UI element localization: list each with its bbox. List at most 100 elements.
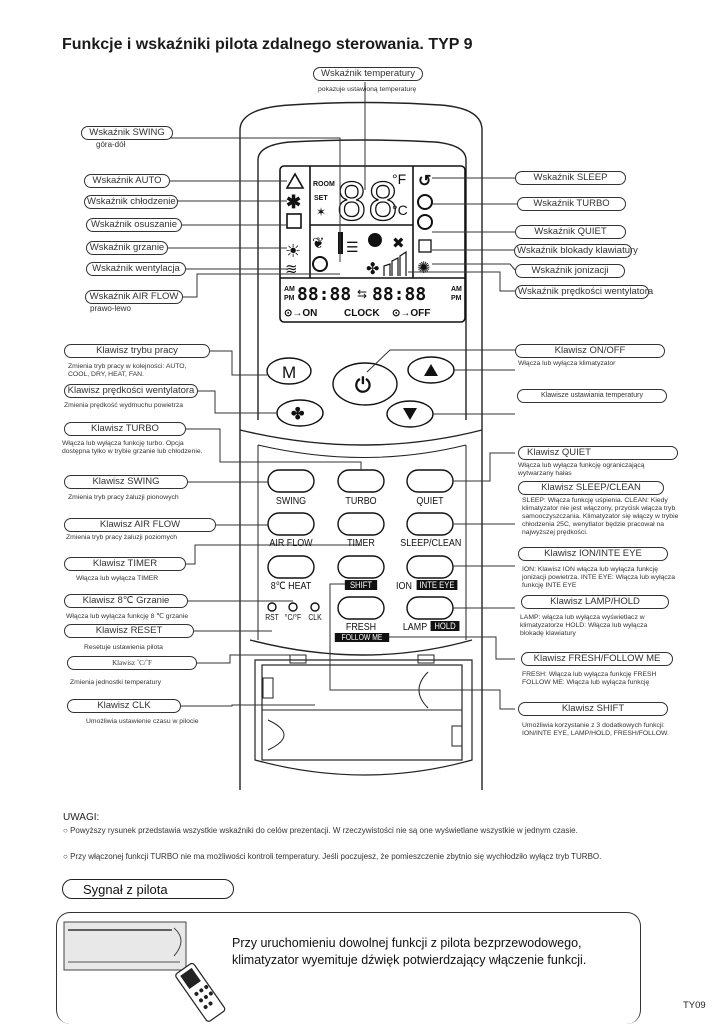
timer-off-label: ⊙→OFF: [392, 308, 430, 319]
sleep-clean-button-label[interactable]: SLEEP/CLEAN: [400, 537, 462, 549]
key-turbo: Klawisz TURBO: [64, 422, 186, 436]
swing-button-label[interactable]: SWING: [275, 495, 307, 507]
key-shift-desc: Umożliwia korzystanie z 3 dodatkowych fu…: [522, 722, 669, 737]
indicator-turbo: Wskaźnik TURBO: [517, 197, 626, 211]
signal-heading: Sygnał z pilota: [62, 879, 234, 899]
fresh-button-label[interactable]: FRESH: [345, 621, 377, 633]
lamp-button-label[interactable]: LAMP: [402, 621, 428, 633]
indicator-ion: Wskaźnik jonizacji: [515, 264, 625, 278]
fan-speed-fan-icon: ✤: [366, 261, 379, 278]
heat8-button-label[interactable]: 8℃ HEAT: [270, 580, 312, 592]
cool-icon: ✱: [286, 192, 301, 212]
indicator-fan: Wskaźnik wentylacja: [86, 262, 186, 276]
key-ion-desc: ION: Klawisz ION włącza lub wyłącza funk…: [522, 566, 675, 589]
ion-button-label[interactable]: ION: [396, 580, 412, 592]
key-timer: Klawisz TIMER: [64, 557, 186, 571]
hold-button-label[interactable]: HOLD: [430, 621, 460, 631]
bullet-circle-icon: ○: [63, 826, 71, 835]
key-lamp-hold: Klawisz LAMP/HOLD: [521, 595, 669, 609]
key-lamp-hold-desc: LAMP: włącza lub wyłącza wyświetlacz w k…: [520, 614, 648, 637]
lcd-screen: [279, 165, 466, 323]
celsius-icon: °C: [392, 202, 408, 218]
note-item: ○ Powyższy rysunek przedstawia wszystkie…: [63, 826, 578, 835]
key-reset-desc: Resetuje ustawienia pilota: [84, 644, 163, 651]
notes-heading: UWAGI:: [63, 812, 100, 823]
set-label: SET: [314, 195, 328, 202]
quiet-fan-icon: ✖: [392, 235, 405, 252]
time-off-digits: 88:88: [372, 284, 426, 305]
shift-button-label[interactable]: SHIFT: [344, 580, 378, 590]
remote-body: [239, 101, 483, 790]
airflow-button-label[interactable]: AIR FLOW: [269, 537, 313, 549]
bullet-circle-icon: ○: [63, 852, 71, 861]
key-temperature: Klawisze ustawiania temperatury: [517, 389, 667, 403]
remote-diagram: ✱ ☀ ≋ ROOM SET ✶ 88 °F °C ↺ ✺ ❦ ☰ ✖ ✤ AM…: [163, 82, 517, 790]
am-right: AM: [451, 286, 462, 293]
clk-button-label[interactable]: CLK: [308, 613, 322, 622]
power-button: [332, 362, 398, 406]
turbo-icon: [417, 194, 433, 210]
key-fan-speed-desc: Zmienia prędkość wydmuchu powietrza: [64, 402, 183, 409]
unit-button-label[interactable]: °C/°F: [284, 613, 302, 622]
temp-digits: 88: [336, 173, 399, 233]
key-sleep-clean: Klawisz SLEEP/CLEAN: [518, 481, 664, 495]
indicator-cooling: Wskaźnik chłodzenie: [84, 195, 178, 209]
key-heat8-desc: Włącza lub wyłącza funkcję 8 ℃ grzanie: [66, 613, 189, 620]
key-quiet-desc: Włącza lub wyłącza funkcję ograniczającą…: [518, 462, 645, 477]
clock-label: CLOCK: [344, 308, 380, 319]
signal-text: Przy uruchomieniu dowolnej funkcji z pil…: [232, 936, 587, 967]
quiet-button-label[interactable]: QUIET: [416, 495, 444, 507]
key-clk: Klawisz CLK: [67, 699, 181, 713]
up-arrow-icon: [424, 364, 438, 376]
key-swing-desc: Zmienia tryb pracy żaluzji pionowych: [68, 494, 179, 501]
fan-icon: ✤: [291, 406, 305, 423]
turbo-button-label[interactable]: TURBO: [345, 495, 377, 507]
dry-icon: [286, 213, 302, 229]
key-airflow-desc: Zmienia tryb pracy żaluzji poziomych: [66, 534, 178, 541]
indicator-keylock: Wskaźnik blokady klawiatury: [514, 244, 638, 258]
fan-speed-bars-icon: [383, 250, 407, 276]
room-label: ROOM: [313, 181, 335, 188]
fahrenheit-icon: °F: [392, 171, 406, 187]
key-heat8: Klawisz 8℃ Grzanie: [64, 594, 188, 608]
remote-face: [257, 139, 467, 420]
mode-button-label: M: [282, 363, 296, 382]
airflow-icon: ☰: [346, 239, 359, 255]
key-clk-desc: Umożliwia ustawienie czasu w pilocie: [86, 718, 199, 725]
lamp-icon: ✶: [316, 205, 326, 219]
arrows-icon: ⇆: [357, 287, 367, 301]
mode-button: [266, 357, 312, 385]
inte-eye-button-label[interactable]: INTE EYE: [416, 580, 458, 590]
temperature-indicator-label: Wskaźnik temperatury: [313, 67, 423, 81]
key-mode-desc: Zmienia tryb pracy w kolejności: AUTO, C…: [68, 363, 187, 378]
key-turbo-desc: Włącza lub wyłącza funkcję turbo. Opcja …: [62, 440, 203, 455]
indicator-swing-desc: góra-dół: [96, 140, 126, 149]
key-unit: Klawisz ˚C/˚F: [67, 656, 197, 670]
temperature-indicator-desc: pokazuje ustawioną temperaturę: [318, 86, 417, 93]
indicator-dry: Wskaźnik osuszanie: [86, 218, 182, 232]
rst-button-label[interactable]: RST: [265, 613, 279, 622]
follow-me-button-label[interactable]: FOLLOW ME: [334, 633, 390, 642]
timer-button-label[interactable]: TIMER: [347, 537, 375, 549]
ac-unit-illustration: [63, 921, 226, 1022]
key-fresh-desc: FRESH: Włącza lub wyłącza funkcję FRESH …: [522, 671, 657, 686]
page-title: Funkcje i wskaźniki pilota zdalnego ster…: [62, 36, 473, 53]
indicator-auto: Wskaźnik AUTO: [84, 174, 170, 188]
ion-icon: ✺: [417, 260, 430, 277]
indicator-heat: Wskaźnik grzanie: [86, 241, 168, 255]
key-unit-desc: Zmienia jednostki temperatury: [70, 679, 162, 686]
key-airflow: Klawisz AIR FLOW: [64, 518, 216, 532]
indicator-swing: Wskaźnik SWING: [81, 126, 173, 140]
indicator-quiet: Wskaźnik QUIET: [515, 225, 626, 239]
indicator-airflow: Wskaźnik AIR FLOW: [85, 290, 183, 304]
lock-icon: [418, 239, 432, 253]
key-fan-speed: Klawisz prędkości wentylatora: [64, 384, 198, 398]
key-swing: Klawisz SWING: [64, 475, 188, 489]
signal-box: [56, 912, 641, 1024]
indicator-sleep: Wskaźnik SLEEP: [515, 171, 626, 185]
key-quiet: Klawisz QUIET: [518, 446, 678, 460]
time-on-digits: 88:88: [297, 284, 351, 305]
leaf-icon: ❦: [312, 235, 325, 252]
key-ion: Klawisz ION/INTE EYE: [518, 547, 668, 561]
pm-right: PM: [451, 295, 462, 302]
